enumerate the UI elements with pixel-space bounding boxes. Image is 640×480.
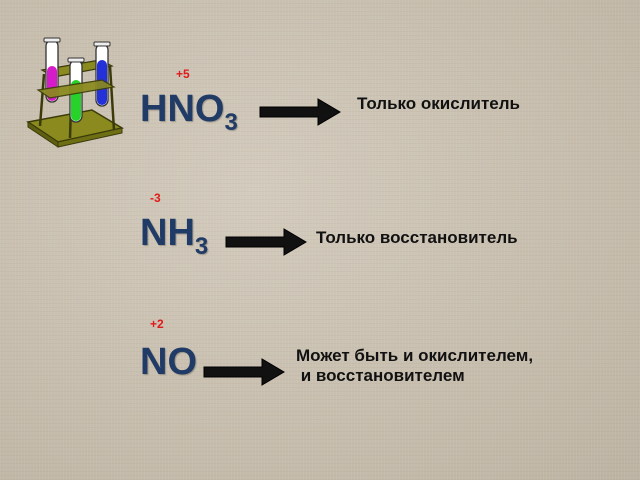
formula-main: HNO [140,88,225,130]
oxidation-state-hno3: +5 [176,67,190,81]
description-hno3: Только окислитель [357,94,520,114]
description-line: Только окислитель [357,94,520,113]
arrow-icon [259,98,341,126]
formula-subscript: 3 [224,109,238,136]
description-nh3: Только восстановитель [316,228,518,248]
formula-hno3: HNO3 [140,88,238,135]
arrow-icon [225,228,307,256]
description-line: Может быть и окислителем, [296,346,534,365]
arrow-icon [203,358,285,386]
oxidation-state-no: +2 [150,317,164,331]
formula-main: NH [140,212,195,254]
oxidation-state-nh3: -3 [150,191,161,205]
formula-no: NO [140,343,197,381]
description-line: и восстановителем [296,366,465,386]
test-tubes-rack-icon [26,37,125,148]
description-line: Только восстановитель [316,228,518,247]
formula-main: NO [140,341,197,383]
formula-subscript: 3 [194,233,209,260]
description-no: Может быть и окислителем, и восстановите… [296,346,533,387]
formula-nh3: NH3 [140,212,208,259]
